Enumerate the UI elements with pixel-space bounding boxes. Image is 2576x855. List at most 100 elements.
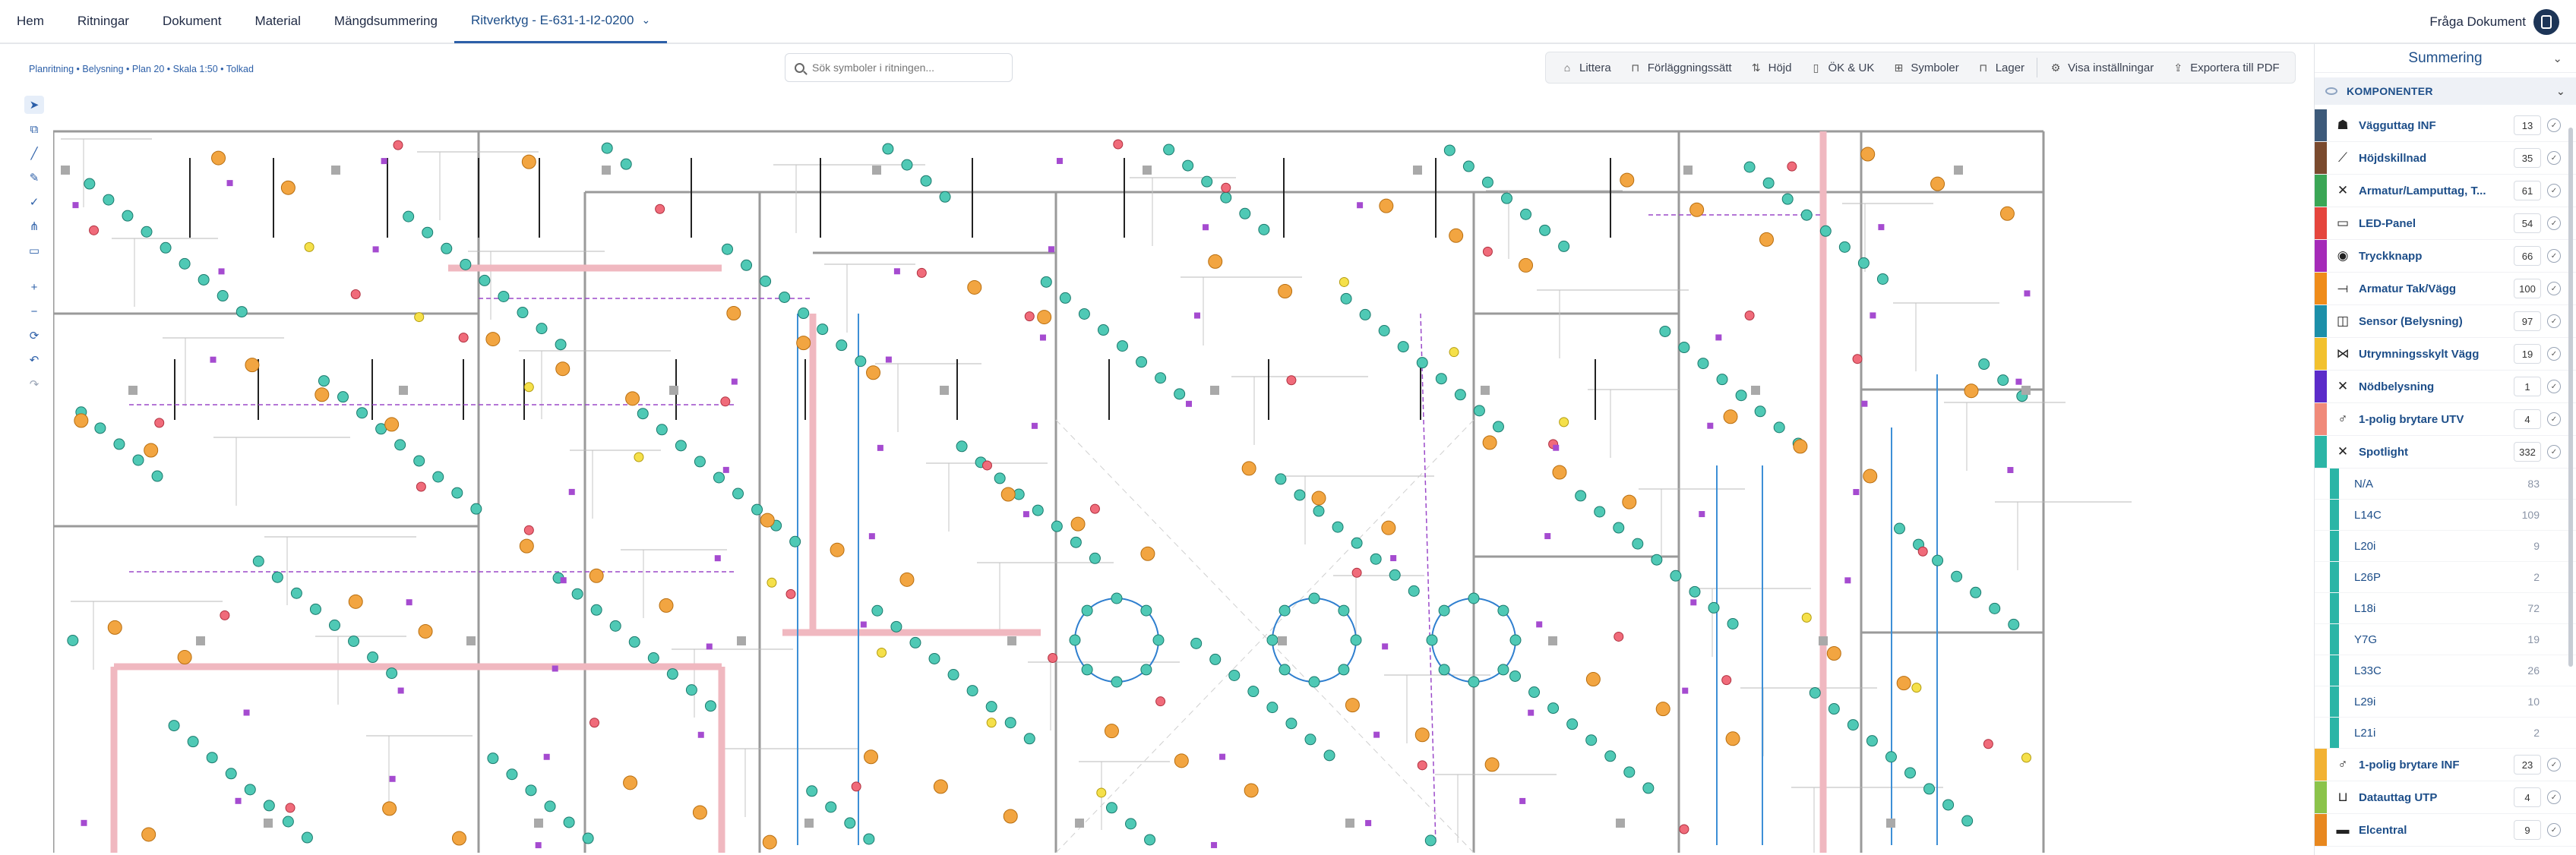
ask-document-label: Fråga Dokument [2429, 14, 2526, 29]
component-color-bar [2315, 749, 2327, 781]
visa-installningar-button[interactable]: ⚙Visa inställningar [2050, 61, 2154, 74]
component-row[interactable]: ◫Sensor (Belysning)97✓ [2315, 305, 2576, 338]
component-color-bar [2315, 814, 2327, 846]
search-input[interactable] [812, 62, 994, 74]
panel-scrollbar[interactable] [2568, 128, 2573, 667]
spotlight-symbol [1144, 834, 1156, 846]
fixture-symbol [211, 150, 226, 166]
nav-mangdsummering[interactable]: Mängdsummering [333, 14, 438, 28]
redo-icon[interactable]: ↷ [29, 378, 40, 391]
check-circle-icon[interactable]: ✓ [2547, 347, 2561, 361]
ask-document-button[interactable]: Fråga Dokument [2429, 9, 2559, 35]
export-pdf-button[interactable]: ⇪Exportera till PDF [2163, 52, 2289, 84]
column [1683, 166, 1693, 175]
push-button-symbol [2024, 290, 2031, 297]
component-count: 1 [2514, 377, 2541, 396]
check-circle-icon[interactable]: ✓ [2547, 412, 2561, 426]
nav-material[interactable]: Material [254, 14, 301, 28]
nav-dokument[interactable]: Dokument [162, 14, 222, 28]
check-circle-icon[interactable]: ✓ [2547, 118, 2561, 132]
nav-hem[interactable]: Hem [17, 14, 44, 28]
check-circle-icon[interactable]: ✓ [2547, 790, 2561, 804]
nav-ritverktyg-tab[interactable]: Ritverktyg - E-631-1-I2-0200 ⌄ [454, 0, 668, 43]
check-circle-icon[interactable]: ✓ [2547, 184, 2561, 197]
undo-icon[interactable]: ↶ [29, 354, 40, 367]
check-tool-icon[interactable]: ✓ [29, 196, 40, 209]
spotlight-symbol [656, 424, 668, 436]
zoom-out-icon[interactable]: − [30, 304, 38, 318]
ok-uk-button[interactable]: ▯ÖK & UK [1800, 52, 1883, 84]
check-circle-icon[interactable]: ✓ [2547, 282, 2561, 295]
check-circle-icon[interactable]: ✓ [2547, 823, 2561, 837]
spotlight-symbol [1727, 617, 1739, 629]
littera-button[interactable]: ⌂Littera [1552, 52, 1620, 84]
check-circle-icon[interactable]: ✓ [2547, 151, 2561, 165]
column [399, 386, 408, 395]
led-panel-symbol [1024, 311, 1035, 322]
type-label: L21i [2354, 726, 2376, 740]
lock-icon: ⊓ [1631, 61, 1640, 74]
components-section-header[interactable]: KOMPONENTER ⌄ [2315, 77, 2576, 105]
component-row[interactable]: ✕Armatur/Lamputtag, T...61✓ [2315, 175, 2576, 207]
spotlight-symbol [890, 620, 902, 633]
summary-header[interactable]: Summering ⌄ [2315, 44, 2576, 73]
push-button-symbol [885, 356, 892, 363]
fixture-symbol [1964, 383, 1979, 399]
height-diff-icon: ⟋ [2338, 150, 2347, 165]
spotlight-symbol [909, 636, 921, 648]
nav-ritningar[interactable]: Ritningar [77, 14, 129, 28]
layer-tool-icon[interactable]: ▭ [28, 245, 40, 257]
spotlight-symbol [318, 375, 330, 387]
spotlight-symbol [1350, 634, 1362, 646]
push-button-symbol [243, 709, 250, 716]
spotlight-symbol [160, 241, 172, 254]
check-circle-icon[interactable]: ✓ [2547, 249, 2561, 263]
check-circle-icon[interactable]: ✓ [2547, 758, 2561, 771]
forlaggningssatt-button[interactable]: ⊓Förläggningssätt [1620, 52, 1741, 84]
pen-tool-icon[interactable]: ✎ [29, 172, 40, 185]
symbol-search[interactable] [785, 53, 1013, 82]
column [737, 636, 746, 645]
line-tool-icon[interactable]: ╱ [30, 147, 38, 160]
symboler-button[interactable]: ⊞Symboler [1883, 52, 1968, 84]
share-tool-icon[interactable]: ⋔ [29, 220, 40, 233]
hojd-button[interactable]: ⇅Höjd [1741, 52, 1801, 84]
drawing-canvas[interactable]: Planritning • Belysning • Plan 20 • Skal… [0, 44, 2314, 855]
check-circle-icon[interactable]: ✓ [2547, 314, 2561, 328]
column [1345, 819, 1354, 828]
check-circle-icon[interactable]: ✓ [2547, 380, 2561, 393]
lager-button[interactable]: ⊓Lager [1968, 52, 2034, 84]
group-tool-icon[interactable]: ⧉ [30, 122, 39, 136]
check-circle-icon[interactable]: ✓ [2547, 445, 2561, 459]
eye-icon[interactable] [2325, 87, 2337, 95]
zoom-in-icon[interactable]: + [30, 280, 38, 294]
spotlight-symbol [1454, 389, 1466, 401]
rotate-icon[interactable]: ⟳ [29, 330, 40, 342]
check-circle-icon[interactable]: ✓ [2547, 216, 2561, 230]
select-tool-icon[interactable]: ➤ [24, 96, 44, 114]
push-button-symbol [1357, 202, 1364, 209]
spotlight-symbol [1190, 637, 1203, 649]
